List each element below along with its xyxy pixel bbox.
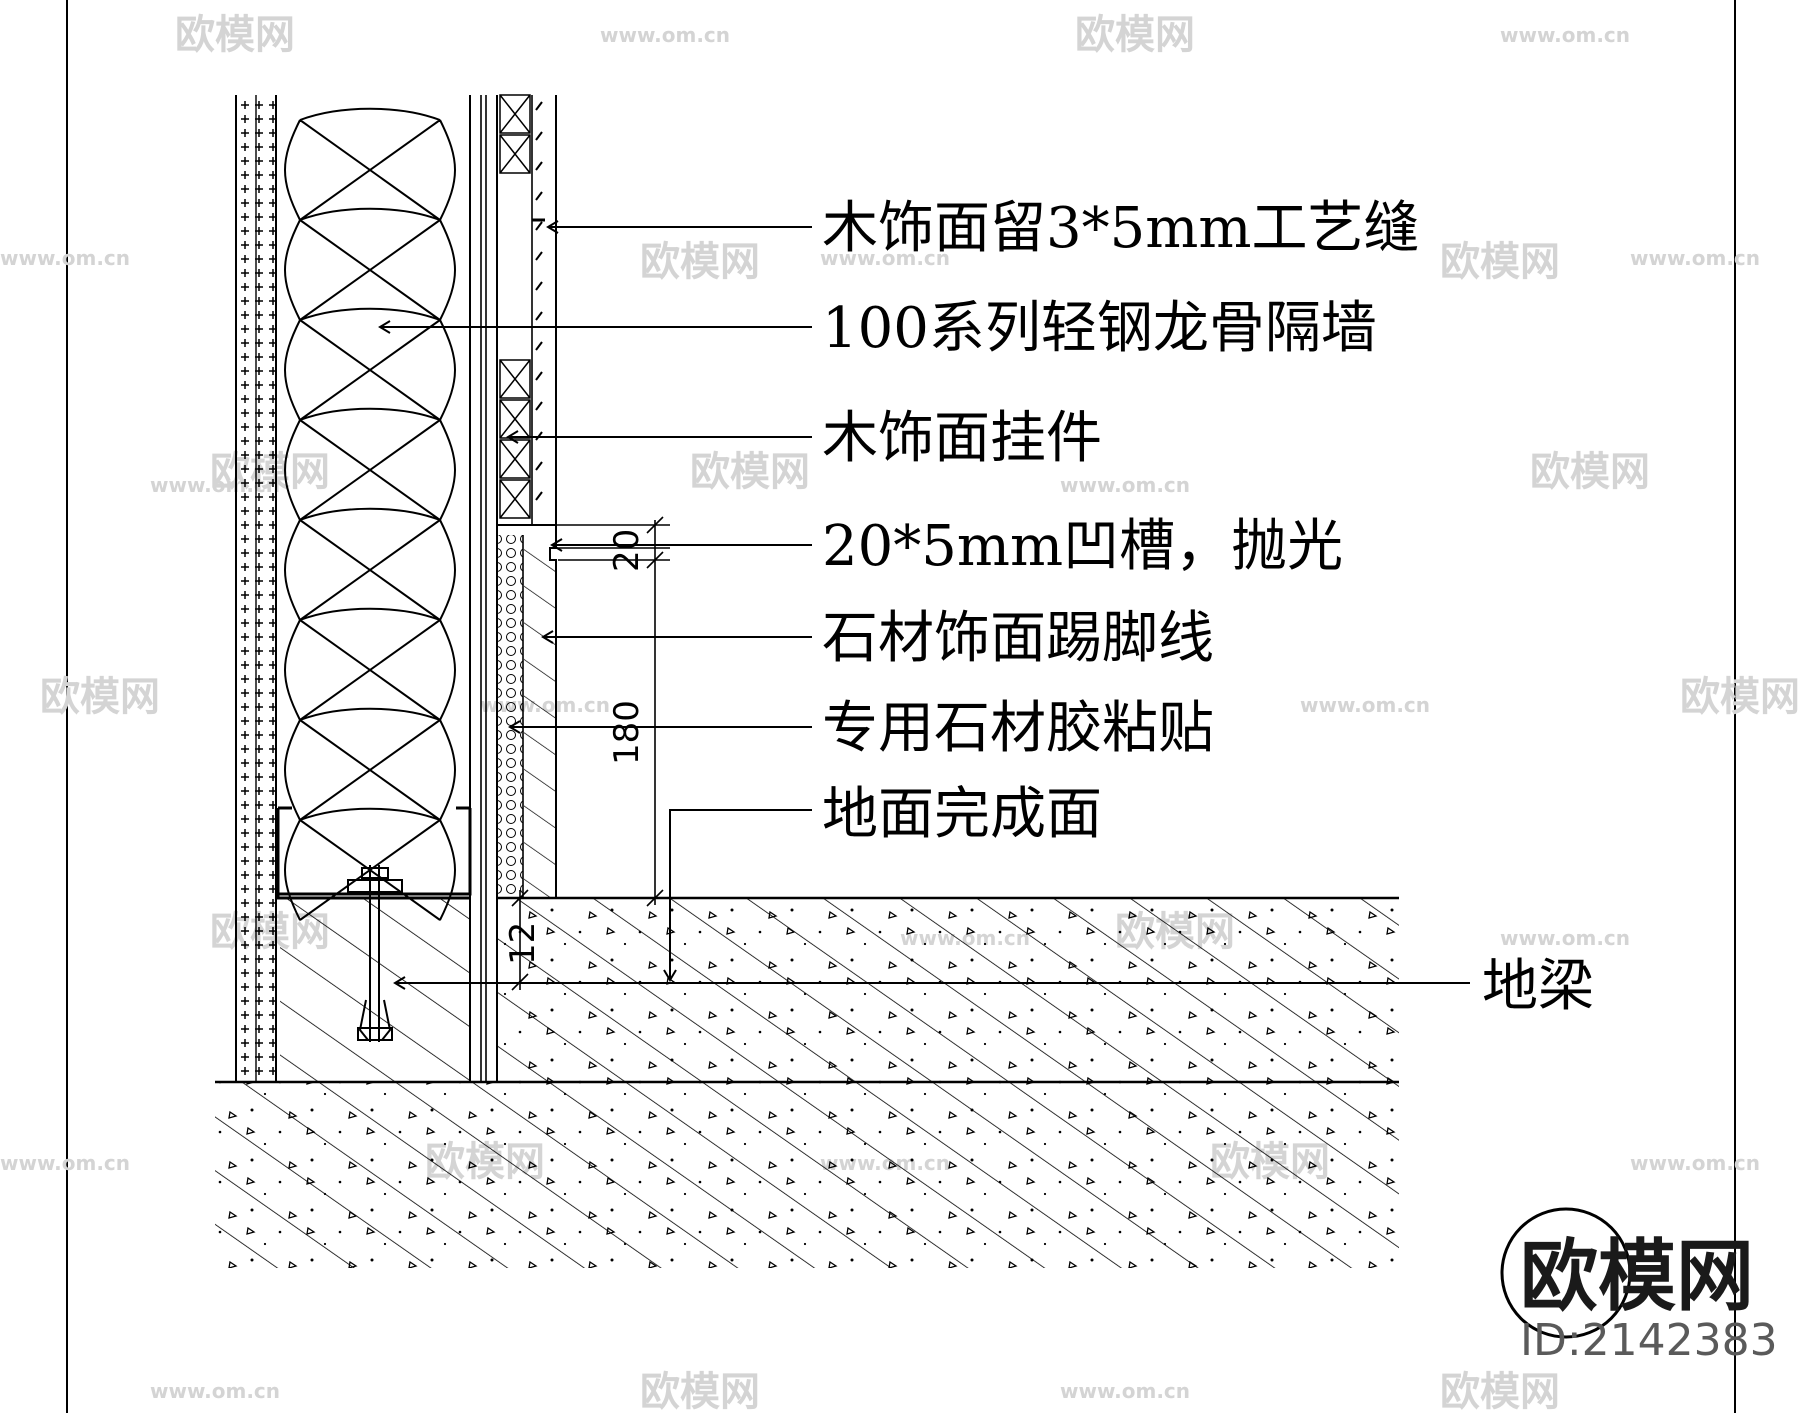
wood-block-1 xyxy=(499,94,531,134)
watermark-site: www.om.cn xyxy=(1630,1151,1760,1175)
veneer-tick xyxy=(535,371,543,381)
veneer-tick xyxy=(535,311,543,321)
stone-adhesive-layer xyxy=(498,535,523,897)
wall-base-hatch xyxy=(280,898,470,1082)
dimension-skirting: 180 xyxy=(607,700,647,765)
veneer-tick xyxy=(535,251,543,261)
dimension-lines xyxy=(511,516,670,991)
label-ground-beam: 地梁 xyxy=(1482,954,1594,1019)
veneer-tick xyxy=(535,101,543,111)
watermark-site: www.om.cn xyxy=(1500,23,1630,47)
veneer-tick xyxy=(535,401,543,411)
veneer-tick xyxy=(535,161,543,171)
corner-watermark-logo: 欧模网 xyxy=(1520,1232,1754,1322)
watermark-logo: 欧模网 xyxy=(690,449,810,495)
veneer-tick xyxy=(535,191,543,201)
label-steel-keel: 100系列轻钢龙骨隔墙 xyxy=(822,296,1377,361)
groove-hatch xyxy=(524,535,549,560)
label-wood-hanger: 木饰面挂件 xyxy=(822,406,1102,471)
label-stone-skirting: 石材饰面踢脚线 xyxy=(822,606,1214,671)
dimension-base: 12 xyxy=(503,922,543,965)
watermark-logo: 欧模网 xyxy=(640,239,760,285)
anchor-bolt xyxy=(347,865,403,1042)
insulation-loops xyxy=(284,107,456,921)
watermark-site: www.om.cn xyxy=(1300,693,1430,717)
dimension-groove: 20 xyxy=(607,529,647,572)
watermark-logo: 欧模网 xyxy=(1075,12,1195,58)
watermark-logo: 欧模网 xyxy=(40,674,160,720)
detail-index-circle xyxy=(1500,1207,1632,1339)
veneer-tick xyxy=(535,491,543,501)
watermark-site: www.om.cn xyxy=(1060,1379,1190,1403)
watermark-logo: 欧模网 xyxy=(1530,449,1650,495)
veneer-tick xyxy=(535,221,543,231)
watermark-logo: 欧模网 xyxy=(175,12,295,58)
veneer-tick xyxy=(535,461,543,471)
watermark-logo: 欧模网 xyxy=(640,1369,760,1413)
label-stone-adhesive: 专用石材胶粘贴 xyxy=(822,696,1214,761)
watermark-site: www.om.cn xyxy=(1630,246,1760,270)
watermark-site: www.om.cn xyxy=(0,1151,130,1175)
corner-watermark-id: ID:2142383 xyxy=(1520,1315,1778,1366)
watermark-site: www.om.cn xyxy=(1500,926,1630,950)
groove-step xyxy=(497,524,557,898)
watermark-logo: 欧模网 xyxy=(1440,1369,1560,1413)
veneer-tick xyxy=(535,341,543,351)
slab-dots xyxy=(215,1082,1399,1268)
veneer-tick xyxy=(535,281,543,291)
wood-block-2 xyxy=(499,134,531,174)
watermark-site: www.om.cn xyxy=(0,246,130,270)
watermark-site: www.om.cn xyxy=(600,23,730,47)
watermark-logo: 欧模网 xyxy=(1680,674,1800,720)
watermark-site: www.om.cn xyxy=(820,246,950,270)
ground-beam-dots xyxy=(497,898,1399,1082)
watermark-site: www.om.cn xyxy=(1060,473,1190,497)
label-floor-finish: 地面完成面 xyxy=(822,782,1102,847)
stone-skirting-hatch xyxy=(524,560,555,897)
label-groove: 20*5mm凹槽，抛光 xyxy=(822,514,1343,579)
wood-block-5 xyxy=(499,439,531,479)
watermark-site: www.om.cn xyxy=(150,1379,280,1403)
watermark-logo: 欧模网 xyxy=(1440,239,1560,285)
wood-block-3 xyxy=(499,359,531,399)
insulation-batt xyxy=(284,107,456,921)
veneer-tick xyxy=(535,131,543,141)
leader-lines xyxy=(378,220,1470,990)
wood-block-6 xyxy=(499,479,531,519)
label-wood-gap: 木饰面留3*5mm工艺缝 xyxy=(822,196,1419,261)
